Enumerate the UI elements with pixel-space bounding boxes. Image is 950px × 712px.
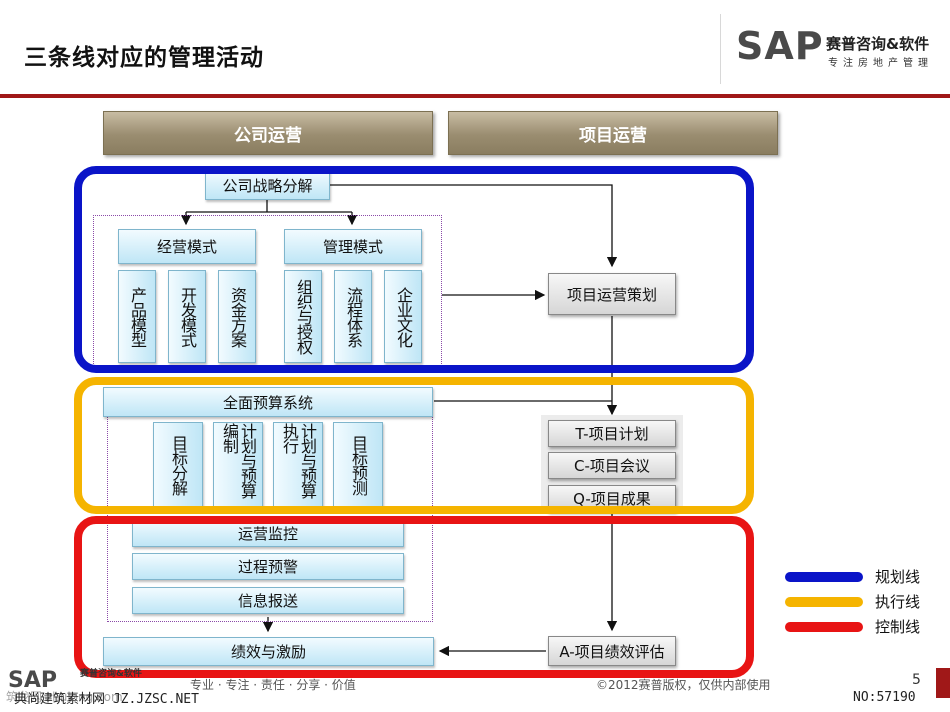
- watermark-left: 筑龙网 zhulong.com: [6, 690, 123, 704]
- watermark-site: 典尚建筑素材网 JZ.JZSC.NET: [14, 692, 199, 707]
- logo-text: SAP: [736, 24, 824, 68]
- execution-line-band: [74, 377, 754, 514]
- execution-item: 计划与预算执行: [273, 422, 323, 508]
- footer-copyright: ©2012赛普版权，仅供内部使用: [596, 678, 771, 692]
- control-item: 信息报送: [132, 587, 404, 614]
- legend-item-control: 控制线: [785, 616, 920, 637]
- logo-company-name: 赛普咨询&软件: [826, 35, 930, 53]
- execution-item: 目标分解: [153, 422, 203, 508]
- budget-system-box: 全面预算系统: [103, 387, 433, 417]
- legend-label: 执行线: [875, 593, 921, 611]
- footer-corner-accent: [936, 668, 950, 698]
- performance-box: 绩效与激励: [103, 637, 434, 666]
- legend-item-planning: 规划线: [785, 566, 920, 587]
- execution-item: 计划与预算编制: [213, 422, 263, 508]
- execution-item: 目标预测: [333, 422, 383, 508]
- business-item: 开发模式: [168, 270, 206, 363]
- legend-item-execution: 执行线: [785, 591, 920, 612]
- management-model-box: 管理模式: [284, 229, 422, 264]
- legend: 规划线 执行线 控制线: [785, 566, 945, 646]
- planning-line-band: [74, 166, 754, 373]
- management-item: 企业文化: [384, 270, 422, 363]
- header-rule: [0, 94, 950, 98]
- slide-title: 三条线对应的管理活动: [24, 45, 264, 71]
- project-planning-box: 项目运营策划: [548, 273, 676, 315]
- sap-logo: SAP: [736, 26, 824, 66]
- legend-swatch: [785, 621, 863, 632]
- control-line-band: [74, 516, 754, 678]
- business-item: 资金方案: [218, 270, 256, 363]
- management-item: 组织与授权: [284, 270, 322, 363]
- legend-swatch: [785, 596, 863, 607]
- logo-tagline: 专注房地产管理: [828, 58, 933, 69]
- control-item: 过程预警: [132, 553, 404, 580]
- legend-label: 控制线: [875, 618, 921, 636]
- company-operation-header: 公司运营: [103, 111, 433, 155]
- management-item: 流程体系: [334, 270, 372, 363]
- page-number: 5: [912, 672, 921, 688]
- project-execution-item: C-项目会议: [548, 452, 676, 479]
- header-divider: [720, 14, 721, 84]
- project-execution-item: T-项目计划: [548, 420, 676, 447]
- strategy-box: 公司战略分解: [205, 170, 330, 200]
- footer-values: 专业 · 专注 · 责任 · 分享 · 价值: [190, 678, 356, 692]
- control-item: 运营监控: [132, 520, 404, 547]
- footer-logo: SAP: [8, 668, 57, 693]
- watermark-number: NO:57190: [853, 690, 916, 705]
- business-model-box: 经营模式: [118, 229, 256, 264]
- business-item: 产品模型: [118, 270, 156, 363]
- legend-label: 规划线: [875, 568, 921, 586]
- project-operation-header: 项目运营: [448, 111, 778, 155]
- project-evaluation-box: A-项目绩效评估: [548, 636, 676, 666]
- footer-logo-cn: 赛普咨询&软件: [80, 669, 142, 679]
- legend-swatch: [785, 571, 863, 582]
